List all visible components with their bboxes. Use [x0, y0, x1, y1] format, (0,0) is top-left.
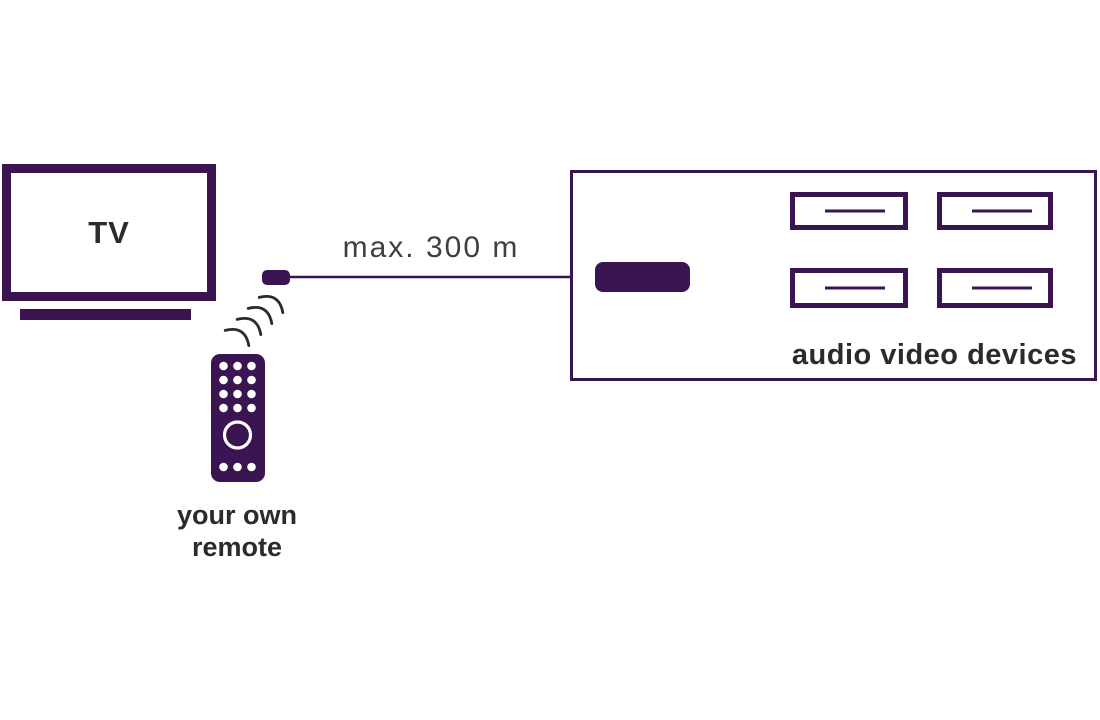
av-device-icon-4 [937, 268, 1053, 308]
av-device-icon-2 [937, 192, 1053, 230]
device-slot [972, 209, 1032, 213]
tv-label: TV [88, 214, 130, 250]
distance-label: max. 300 m [342, 231, 520, 264]
device-slot [825, 209, 885, 213]
devices-caption: audio video devices [791, 339, 1077, 371]
device-slot [825, 286, 885, 290]
transmitter-capsule-icon [595, 262, 690, 292]
av-device-icon-3 [790, 268, 908, 308]
ir-receiver-icon [262, 270, 290, 285]
tv-stand [20, 309, 191, 320]
device-slot [972, 286, 1032, 290]
remote-caption: your own remote [177, 500, 297, 562]
tv-icon: TV [2, 164, 216, 301]
av-device-icon-1 [790, 192, 908, 230]
ir-waves-icon [223, 295, 285, 347]
remote-control-icon [211, 354, 265, 482]
remote-buttons [219, 361, 256, 472]
